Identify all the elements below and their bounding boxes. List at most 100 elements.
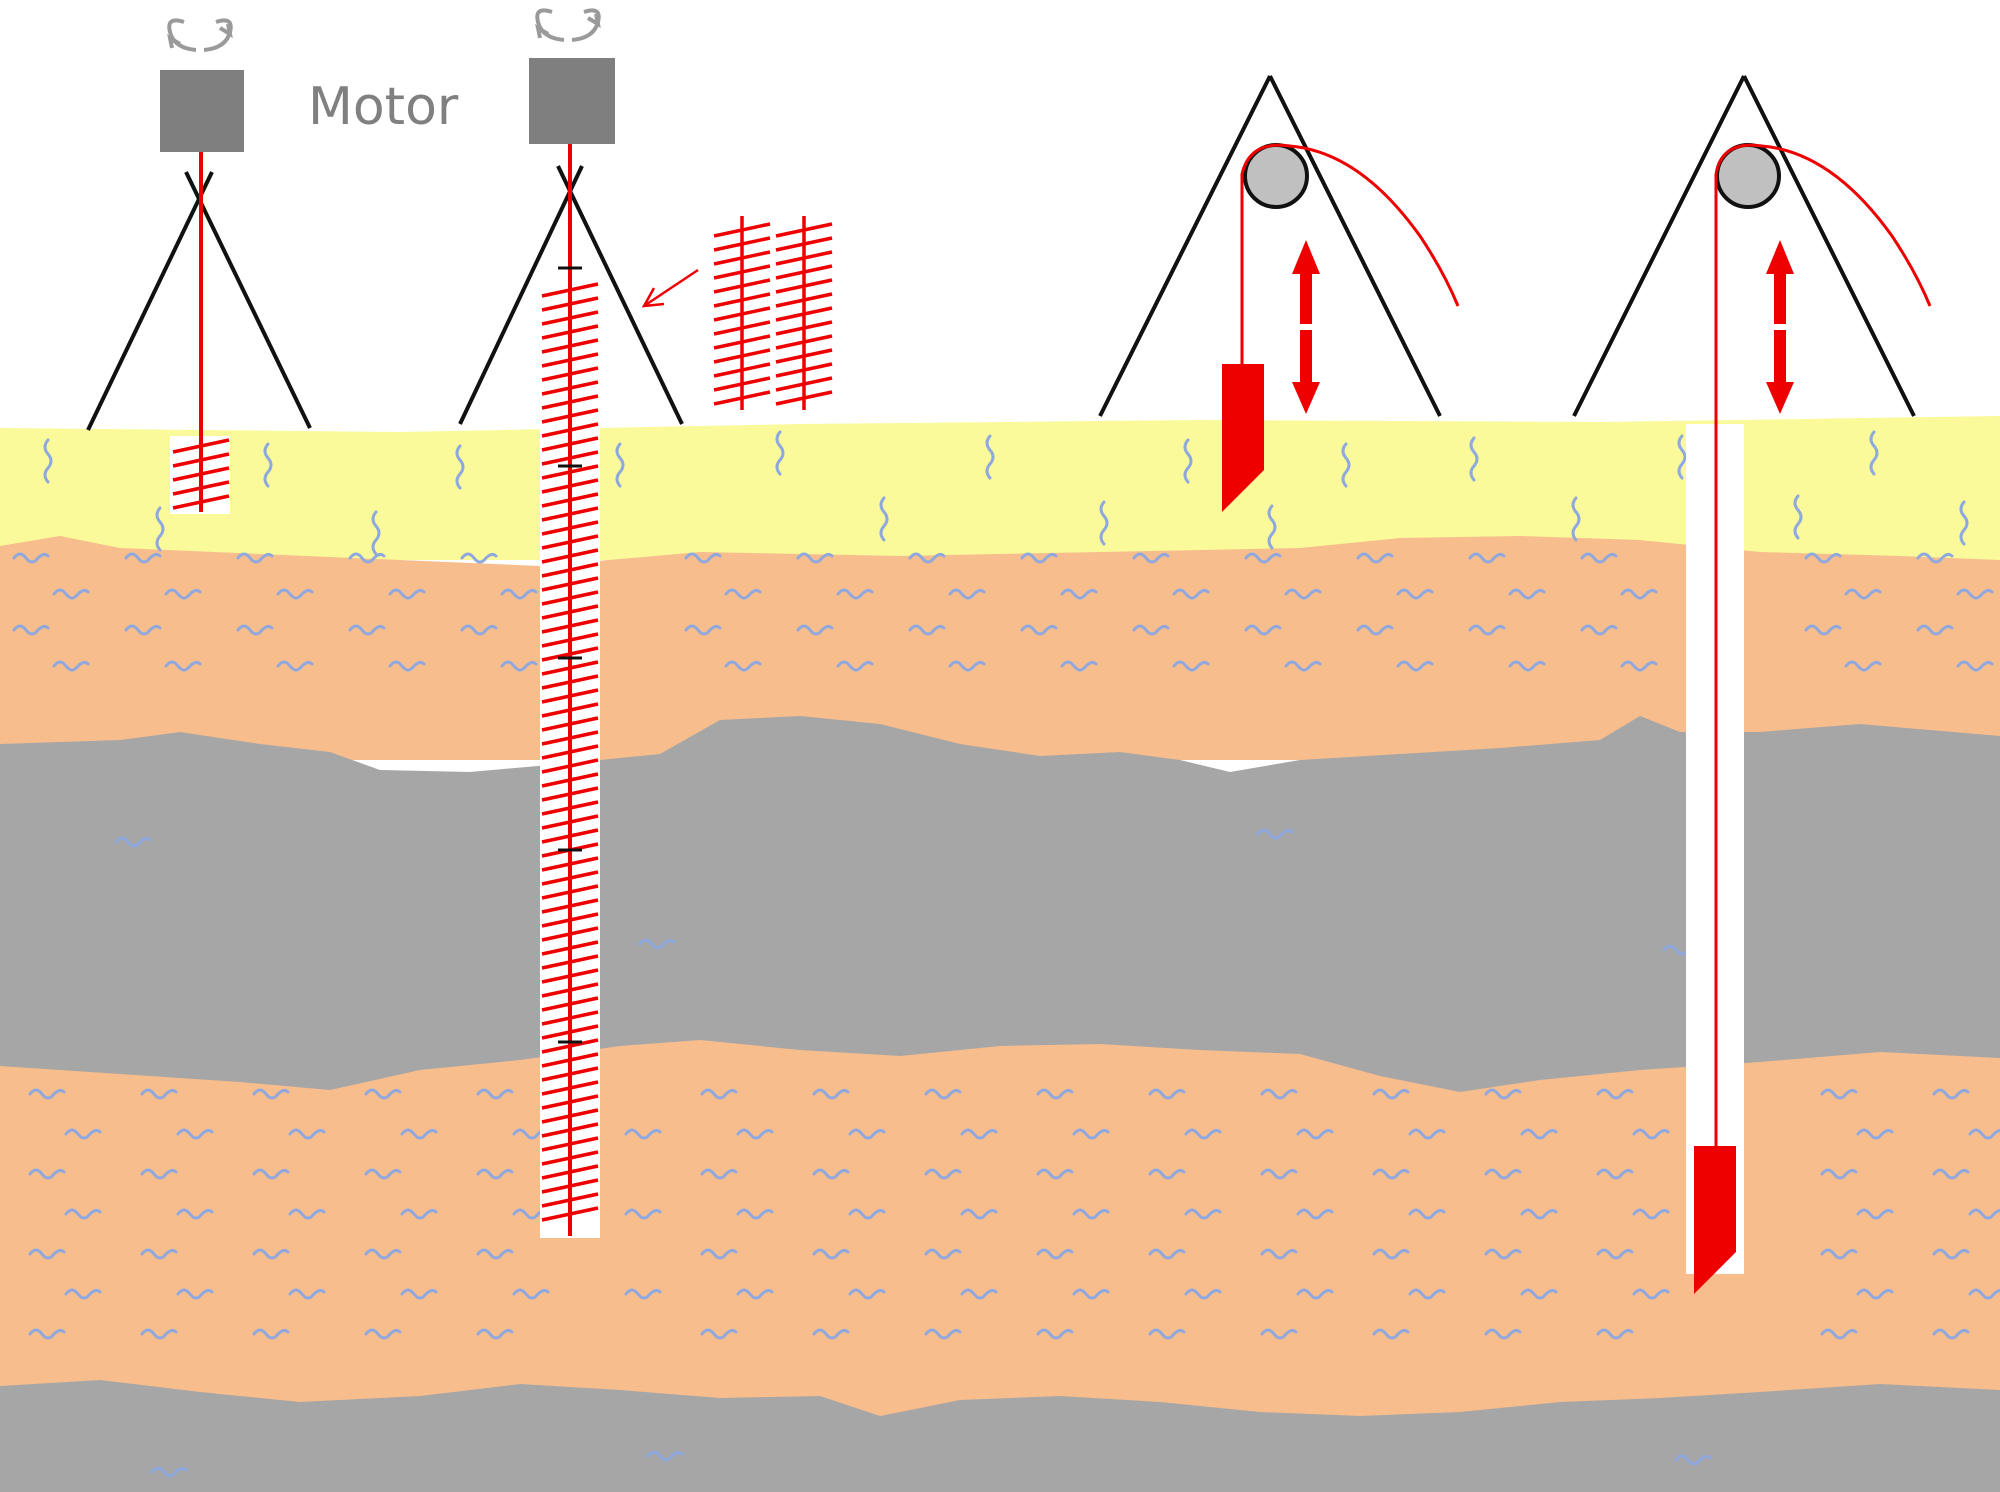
water-mark [1674, 1454, 1712, 1466]
water-mark [1468, 624, 1506, 636]
water-mark [700, 1328, 738, 1340]
spare-rod-flight [775, 292, 833, 308]
water-mark [924, 1328, 962, 1340]
auger-flight [541, 478, 599, 494]
auger-flights [541, 282, 599, 1222]
water-mark [960, 1128, 998, 1140]
water-mark [288, 1288, 326, 1300]
water-mark [1148, 1168, 1186, 1180]
auger-flight [541, 352, 599, 368]
spare-rod-flight [713, 334, 771, 350]
auger-flight [541, 464, 599, 480]
water-mark [1580, 624, 1618, 636]
water-mark [1036, 1168, 1074, 1180]
auger-flight [541, 520, 599, 536]
water-mark [1632, 1288, 1670, 1300]
water-mark [1596, 1328, 1634, 1340]
auger-flight [541, 982, 599, 998]
water-mark [364, 1328, 402, 1340]
auger-flight [172, 466, 230, 482]
rotation-arrows-icon [167, 18, 233, 52]
water-mark [263, 442, 273, 488]
motor-box [529, 58, 615, 144]
rig-cable-tool-deep [1572, 75, 1932, 1294]
auger-flights [172, 438, 230, 510]
spare-rod-flight [775, 376, 833, 392]
water-mark [43, 438, 53, 484]
auger-flight [541, 436, 599, 452]
water-mark [1396, 660, 1434, 672]
water-mark [400, 1208, 438, 1220]
water-mark [1632, 1208, 1670, 1220]
spare-rod-flight [775, 306, 833, 322]
water-mark [28, 1088, 66, 1100]
auger-flight [541, 1052, 599, 1068]
auger-flight [541, 450, 599, 466]
water-mark [1620, 588, 1658, 600]
water-mark [1260, 1248, 1298, 1260]
water-mark [1148, 1328, 1186, 1340]
water-mark [624, 1208, 662, 1220]
drill-bit [1222, 364, 1264, 512]
auger-flight [541, 338, 599, 354]
water-mark [736, 1128, 774, 1140]
auger-flight [541, 646, 599, 662]
water-mark [1508, 660, 1546, 672]
water-mark [12, 552, 50, 564]
auger-flight [541, 898, 599, 914]
water-mark [908, 552, 946, 564]
water-mark [28, 1328, 66, 1340]
water-mark [1244, 552, 1282, 564]
water-mark [460, 624, 498, 636]
auger-flight [541, 534, 599, 550]
water-mark [1520, 1128, 1558, 1140]
water-mark [848, 1208, 886, 1220]
water-mark [879, 496, 889, 542]
water-mark [12, 624, 50, 636]
water-mark [1267, 504, 1277, 550]
water-mark [140, 1328, 178, 1340]
water-mark [700, 1088, 738, 1100]
water-mark [476, 1328, 514, 1340]
water-mark [1677, 434, 1687, 480]
spare-rod-flight [713, 320, 771, 336]
water-mark [1804, 624, 1842, 636]
water-mark [948, 588, 986, 600]
water-mark [985, 434, 995, 480]
water-mark [812, 1328, 850, 1340]
auger-flight [172, 438, 230, 454]
water-mark [371, 510, 381, 556]
water-mark [1932, 1248, 1970, 1260]
water-mark [1341, 442, 1351, 488]
auger-flight [541, 730, 599, 746]
clay-layer-upper [0, 536, 2000, 760]
water-mark [460, 552, 498, 564]
water-mark [960, 1208, 998, 1220]
rock-layer-lower [0, 1380, 2000, 1492]
auger-flight [541, 786, 599, 802]
water-mark [960, 1288, 998, 1300]
water-mark [1372, 1328, 1410, 1340]
auger-flight [541, 492, 599, 508]
spare-rod-flight [713, 348, 771, 364]
water-mark [388, 588, 426, 600]
water-mark [276, 660, 314, 672]
water-mark [724, 588, 762, 600]
water-mark [140, 1088, 178, 1100]
tripod-frame [458, 165, 684, 425]
water-mark [1284, 660, 1322, 672]
auger-flight [541, 870, 599, 886]
water-mark [150, 1466, 188, 1478]
water-mark [1484, 1248, 1522, 1260]
water-mark [1869, 430, 1879, 476]
auger-flight [541, 1010, 599, 1026]
water-mark [700, 1168, 738, 1180]
water-mark [1916, 624, 1954, 636]
water-mark [724, 660, 762, 672]
water-mark [1408, 1208, 1446, 1220]
cable-line [1240, 143, 1460, 366]
auger-flight [541, 506, 599, 522]
water-mark [512, 1288, 550, 1300]
water-mark [1844, 660, 1882, 672]
water-mark [848, 1128, 886, 1140]
